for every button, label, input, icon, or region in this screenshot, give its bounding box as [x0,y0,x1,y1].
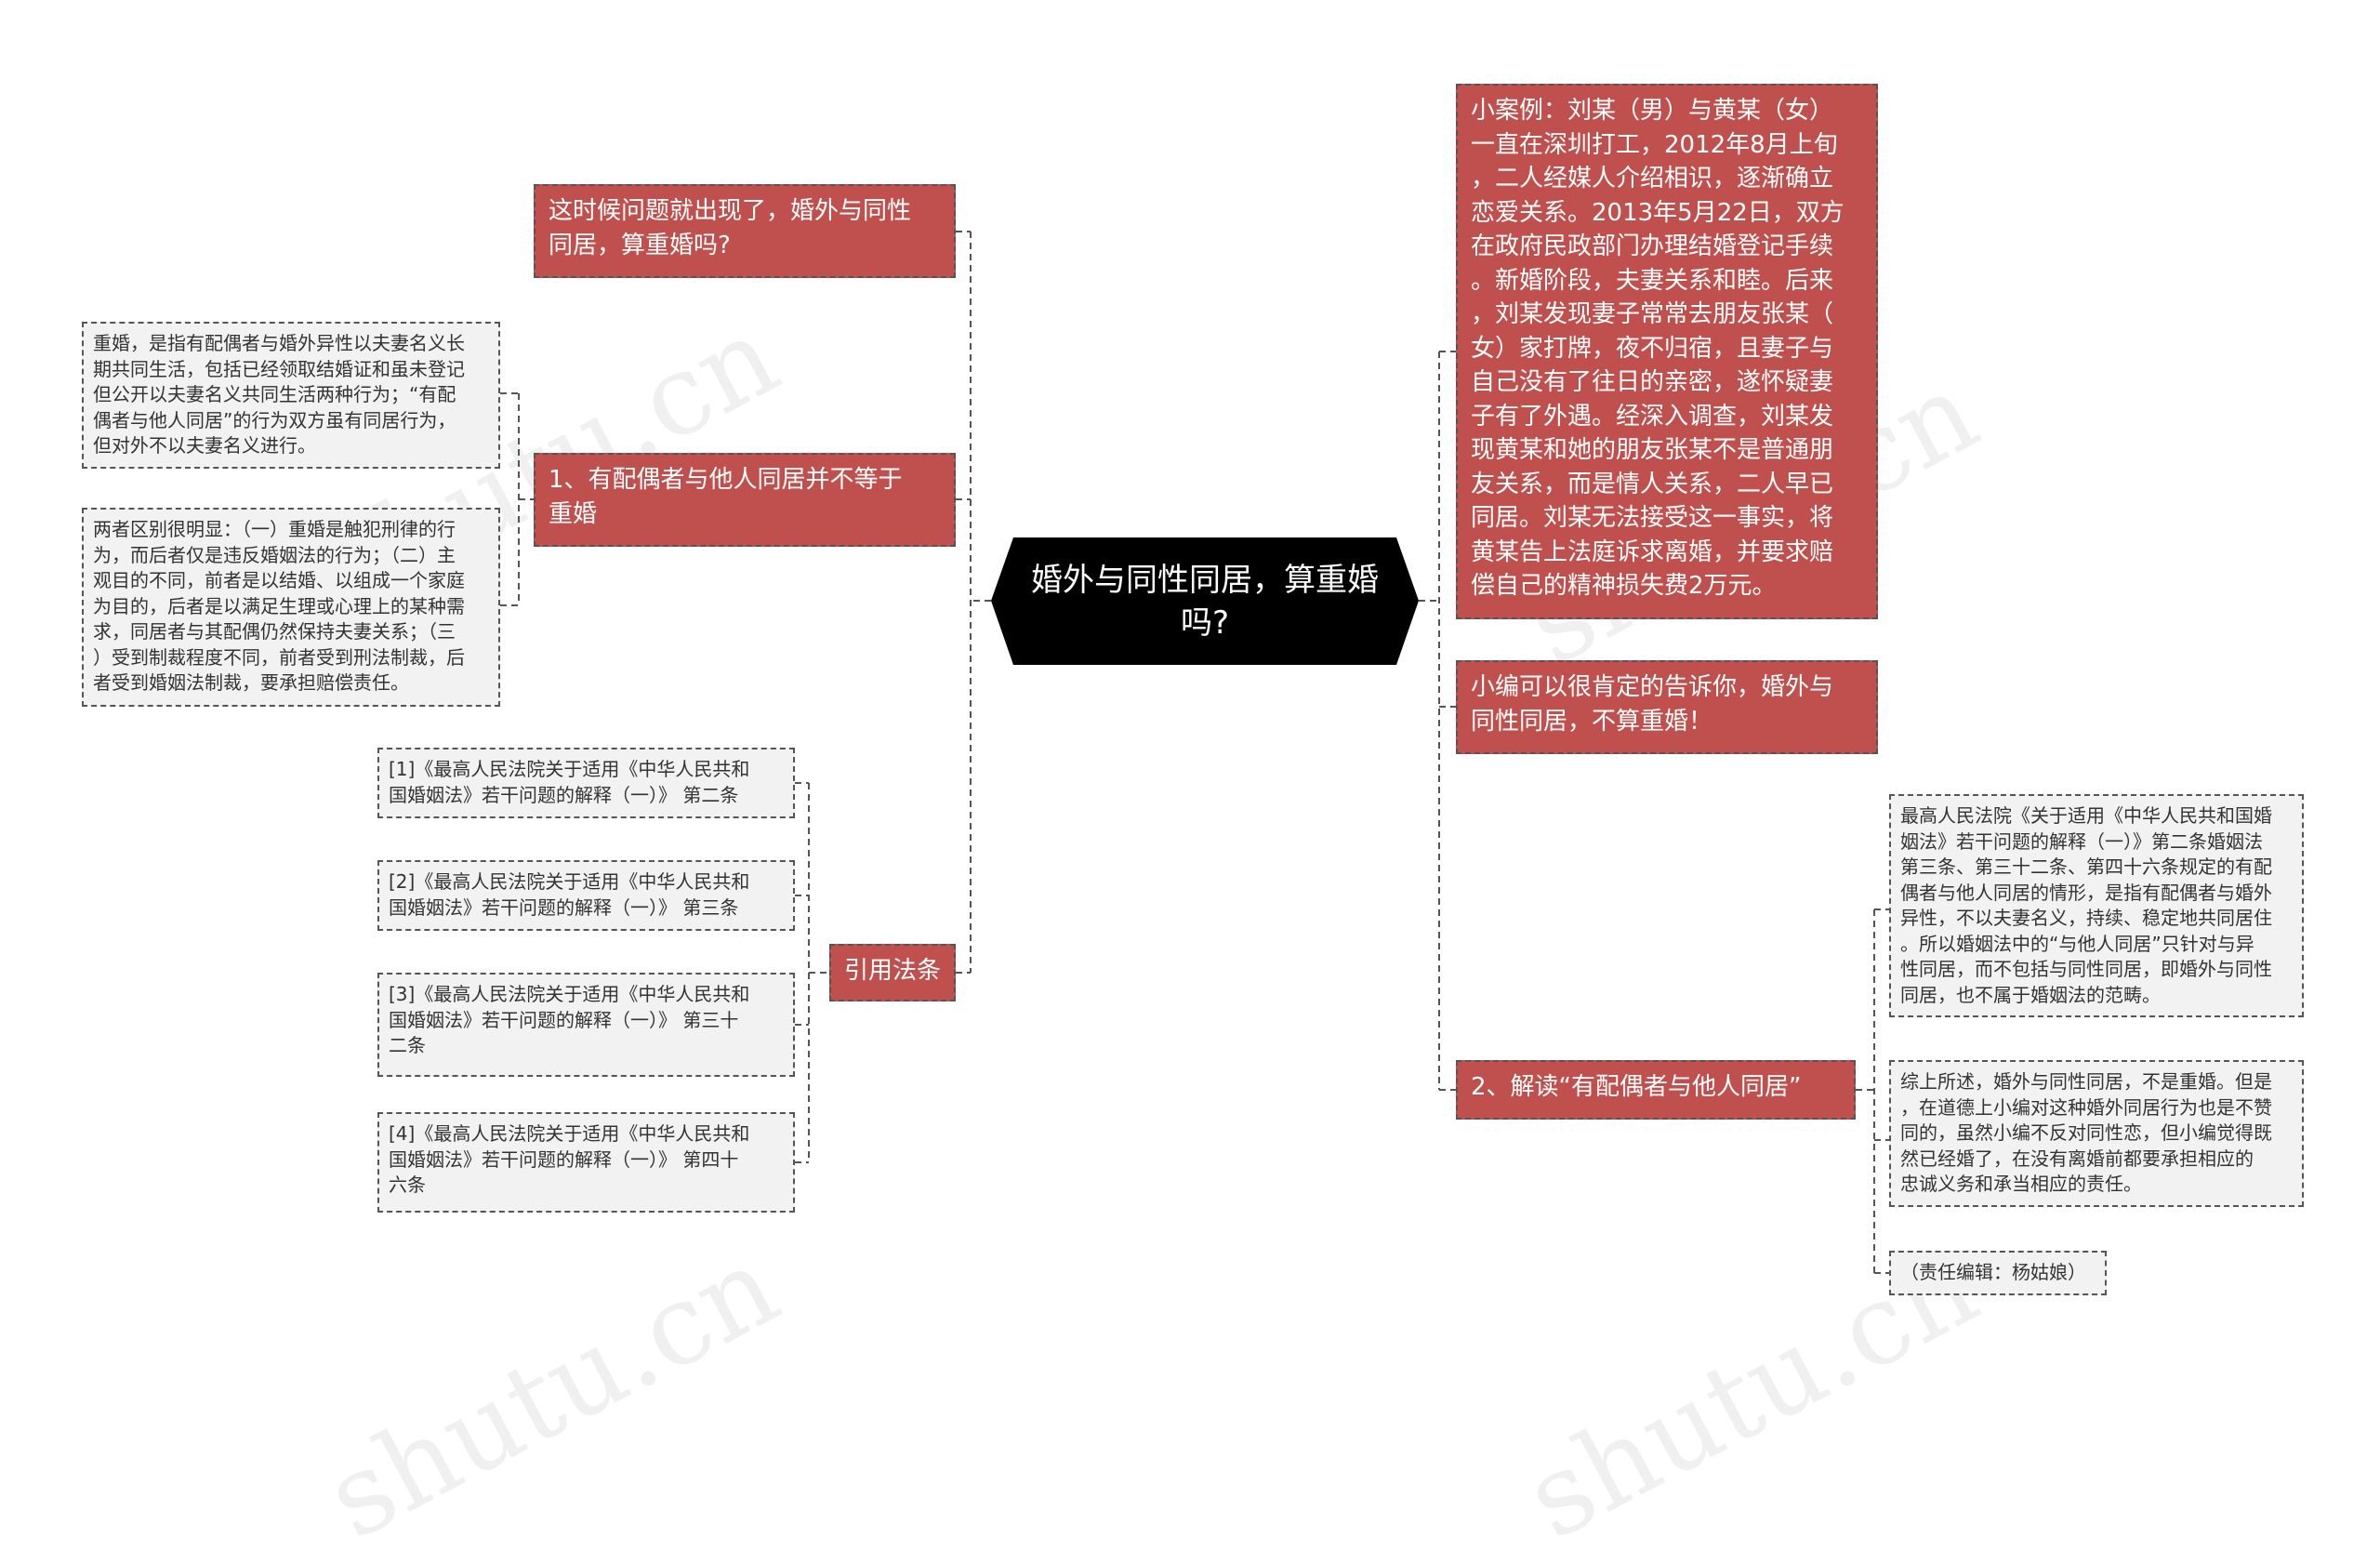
editor-node[interactable]: （责任编辑：杨姑娘） [1889,1251,2107,1295]
references-node[interactable]: 引用法条 [829,944,956,1001]
reference-item-3[interactable]: [3]《最高人民法院关于适用《中华人民共和 国婚姻法》若干问题的解释（一）》 第… [377,973,795,1077]
root-node-shape [991,537,1419,665]
explanation-node[interactable]: 最高人民法院《关于适用《中华人民共和国婚 姻法》若干问题的解释（一）》第二条婚姻… [1889,794,2304,1017]
reference-item-1[interactable]: [1]《最高人民法院关于适用《中华人民共和 国婚姻法》若干问题的解释（一）》 第… [377,748,795,818]
case-node[interactable]: 小案例：刘某（男）与黄某（女） 一直在深圳打工，2012年8月上旬 ，二人经媒人… [1456,84,1878,619]
answer-node[interactable]: 小编可以很肯定的告诉你，婚外与 同性同居，不算重婚！ [1456,660,1878,754]
branch-node-2[interactable]: 2、解读“有配偶者与他人同居” [1456,1060,1856,1120]
reference-item-4[interactable]: [4]《最高人民法院关于适用《中华人民共和 国婚姻法》若干问题的解释（一）》 第… [377,1112,795,1213]
root-node-title[interactable]: 婚外与同性同居，算重婚 吗? [1031,561,1379,642]
reference-item-2[interactable]: [2]《最高人民法院关于适用《中华人民共和 国婚姻法》若干问题的解释（一）》 第… [377,860,795,931]
connector-lines [500,231,1889,1274]
question-node[interactable]: 这时候问题就出现了，婚外与同性 同居，算重婚吗? [534,184,956,278]
branch-node-1[interactable]: 1、有配偶者与他人同居并不等于 重婚 [534,453,956,547]
summary-node[interactable]: 综上所述，婚外与同性同居，不是重婚。但是 ，在道德上小编对这种婚外同居行为也是不… [1889,1060,2304,1207]
difference-node[interactable]: 两者区别很明显：（一）重婚是触犯刑律的行 为，而后者仅是违反婚姻法的行为；（二）… [82,508,500,707]
definition-node[interactable]: 重婚，是指有配偶者与婚外异性以夫妻名义长 期共同生活，包括已经领取结婚证和虽未登… [82,322,500,469]
